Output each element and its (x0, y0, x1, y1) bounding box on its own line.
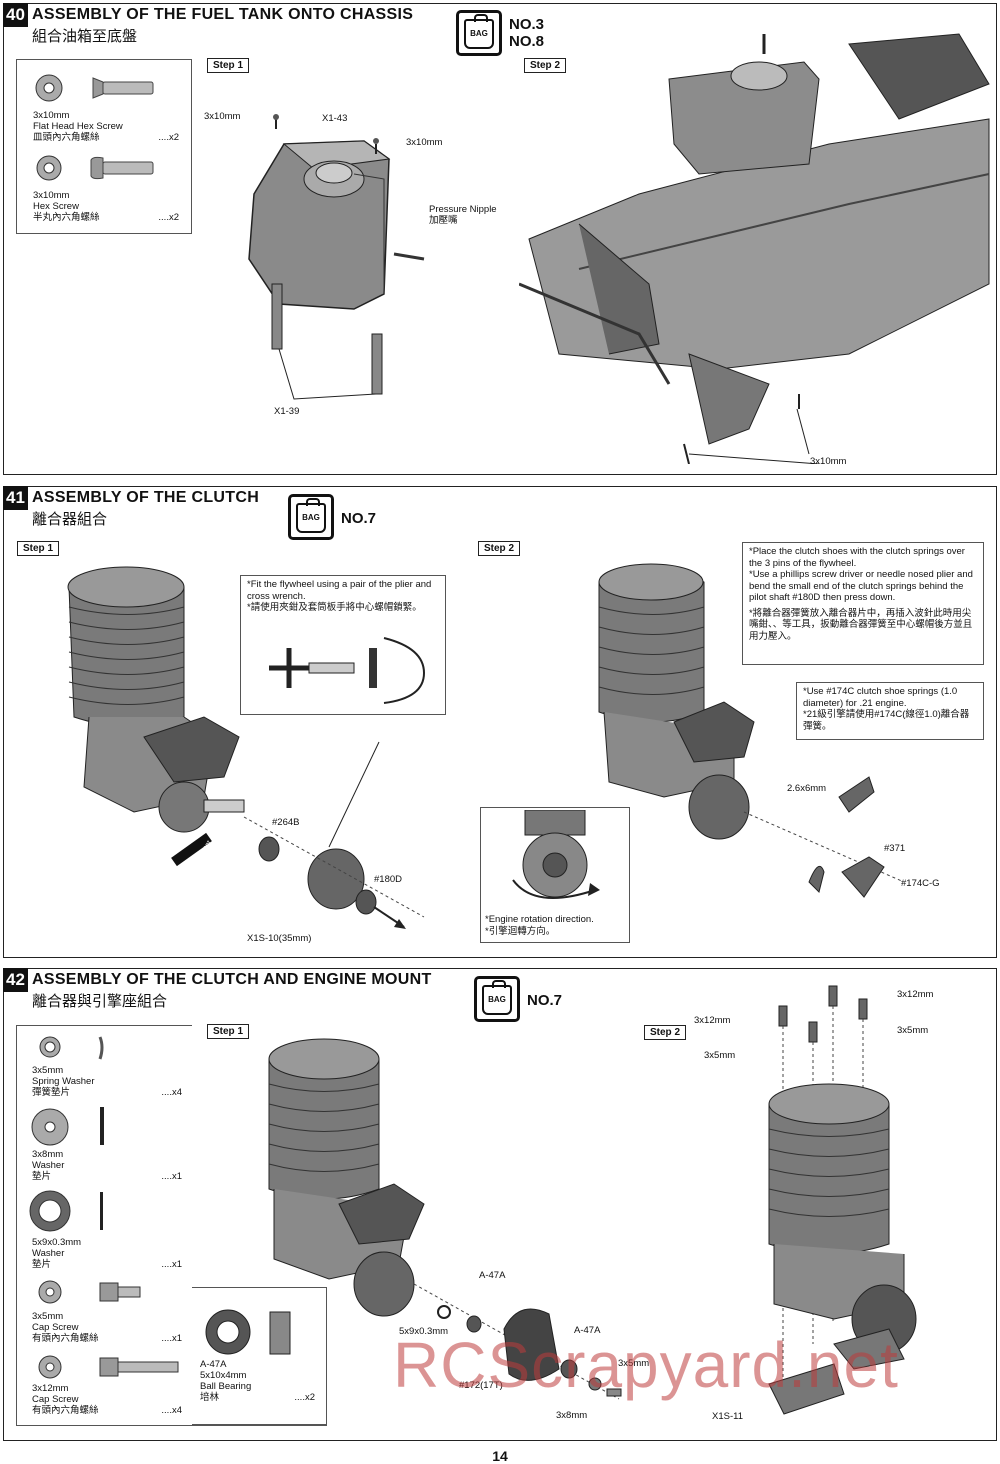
rotation-drawing (512, 810, 600, 899)
screw-label: 3x12mm (694, 1015, 731, 1026)
post-part-label: X1-39 (274, 406, 300, 417)
section-title-zh: 離合器與引擎座組合 (32, 993, 168, 1010)
section-number: 41 (3, 486, 28, 510)
washer-label: 5x9x0.3mm (399, 1326, 449, 1337)
ball-bearing-icon (205, 1309, 291, 1355)
fuel-tank-drawing (248, 114, 425, 400)
section-title: ASSEMBLY OF THE CLUTCH (32, 489, 260, 506)
screw-label: 3x10mm (204, 111, 241, 122)
part-label-174cg: #174C-G (901, 878, 940, 889)
section-title: ASSEMBLY OF THE FUEL TANK ONTO CHASSIS (32, 6, 414, 23)
screw-label: 3x12mm (897, 989, 934, 1000)
step-2-label: Step 2 (478, 541, 521, 556)
cross-wrench-icon (269, 637, 426, 704)
engine-step2-drawing (598, 563, 904, 898)
section-number: 42 (3, 968, 28, 992)
bag-number: NO.7 (341, 510, 377, 527)
bag-icon: BAG (474, 976, 520, 1022)
clutch-spring-note: *Use #174C clutch shoe springs (1.0 diam… (796, 682, 984, 740)
engine-clutch-drawing (268, 1038, 622, 1400)
screw-label: 3x10mm (406, 137, 443, 148)
step-2-label: Step 2 (644, 1025, 687, 1040)
part-label-371: #371 (884, 843, 906, 854)
chassis-drawing (519, 33, 990, 464)
washer-label: 3x5mm (897, 1025, 929, 1036)
bearing-label: A-47A (574, 1325, 601, 1336)
watermark: RCScrapyard.net (393, 1329, 899, 1401)
washer-3x8-icon (31, 1107, 104, 1146)
section-40-panel: 40 ASSEMBLY OF THE FUEL TANK ONTO CHASSI… (3, 3, 997, 475)
screw-label: 2.6x6mm (787, 783, 827, 794)
washer-label: 3x8mm (556, 1410, 588, 1421)
screw-label: 3x10mm (810, 456, 847, 467)
parts-list-extension (192, 1287, 327, 1425)
flywheel-label: X1S-10(35mm) (247, 933, 312, 944)
washer-label: 3x5mm (704, 1050, 736, 1061)
spring-washer-icon (39, 1036, 104, 1060)
step-1-label: Step 1 (207, 58, 250, 73)
flywheel-note: *Fit the flywheel using a pair of the pl… (240, 575, 446, 715)
step-1-label: Step 1 (17, 541, 60, 556)
tank-part-label: X1-43 (322, 113, 348, 124)
cap-screw-3x12-icon (38, 1355, 179, 1379)
bag-number: NO.7 (527, 992, 563, 1009)
clutch-shoe-note: *Place the clutch shoes with the clutch … (742, 542, 984, 665)
section-41-panel: 41 ASSEMBLY OF THE CLUTCH 離合器組合 BAG NO.7… (3, 486, 997, 958)
part-label-180d: #180D (374, 874, 402, 885)
cap-screw-3x5-icon (38, 1280, 141, 1304)
bag-icon: BAG (288, 494, 334, 540)
section-title: ASSEMBLY OF THE CLUTCH AND ENGINE MOUNT (32, 971, 432, 988)
engine-drawing (67, 566, 425, 929)
parts-drawings (29, 1036, 291, 1379)
engine-mount-label: X1S-11 (712, 1411, 743, 1422)
bearing-label: A-47A (479, 1270, 506, 1281)
engine-mount-drawing (768, 985, 917, 1415)
flat-head-screw-icon (35, 74, 154, 102)
section-title-zh: 組合油箱至底盤 (32, 28, 138, 45)
step-1-label: Step 1 (207, 1024, 250, 1039)
section-42-panel: 42 ASSEMBLY OF THE CLUTCH AND ENGINE MOU… (3, 968, 997, 1441)
hex-screw-icon (36, 155, 154, 181)
parts-drawings (35, 74, 154, 181)
page-number: 14 (492, 1448, 508, 1464)
washer-5x9-icon (29, 1190, 103, 1232)
part-label-264b: #264B (272, 817, 300, 828)
clutch-bell-label: #172(17T) (459, 1380, 503, 1391)
section-title-zh: 離合器組合 (32, 511, 108, 528)
engine-rotation-box: *Engine rotation direction. *引擎迴轉方向。 (480, 807, 630, 943)
bag-icon: BAG (456, 10, 502, 56)
section-number: 40 (3, 3, 28, 27)
step-2-label: Step 2 (524, 58, 567, 73)
screw-label: 3x5mm (618, 1358, 650, 1369)
